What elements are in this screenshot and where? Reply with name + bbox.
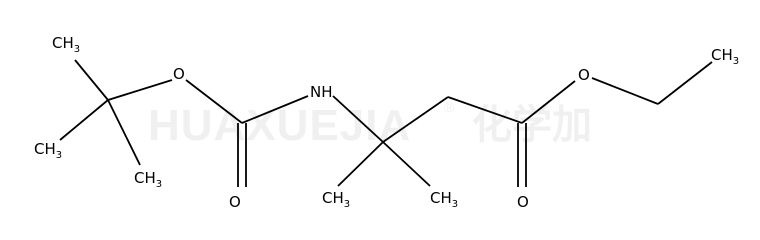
bond-cq-ch2 <box>382 96 449 143</box>
watermark-brand: HUAXUEJIA <box>148 101 411 150</box>
watermark-registered: ® <box>444 99 455 115</box>
atom-methyl-top: CH3 <box>52 34 80 55</box>
atom-oxygen-ester: O <box>578 66 590 84</box>
bond-ethyl-me <box>657 61 713 105</box>
bond-carbonyl-nh <box>241 95 309 124</box>
atom-oxygen-carbonyl: O <box>229 193 241 211</box>
bonds <box>59 59 713 187</box>
bond-ch2-ester <box>447 96 523 124</box>
bond-o-ethyl <box>591 77 659 105</box>
atom-methyl-left: CH3 <box>34 140 62 161</box>
bond-tbu-me-right <box>107 99 141 166</box>
bond-cq-me2 <box>382 141 431 187</box>
bond-cq-me1 <box>337 141 384 187</box>
bond-o-carbonyl <box>185 79 243 124</box>
bond-nh-cq <box>332 95 384 143</box>
atom-labels: CH3 CH3 CH3 O NH O CH3 CH3 O O CH3 <box>34 34 739 211</box>
atom-oxygen-ester-double: O <box>517 193 529 211</box>
atom-methyl-right: CH3 <box>134 169 162 190</box>
atom-methyl-ethyl: CH3 <box>711 46 739 67</box>
bond-tbu-me-left <box>59 99 109 141</box>
atom-oxygen-ether: O <box>173 65 185 83</box>
bond-tbu-o <box>107 79 173 101</box>
atom-methyl-c2: CH3 <box>430 189 458 210</box>
watermark: HUAXUEJIA ® 化学加 <box>148 99 592 150</box>
bond-ester-o <box>521 80 576 124</box>
watermark-chinese: 化学加 <box>472 102 592 148</box>
atom-methyl-c1: CH3 <box>322 189 350 210</box>
atom-nh: NH <box>310 83 333 101</box>
bond-tbu-me-top <box>74 59 109 101</box>
